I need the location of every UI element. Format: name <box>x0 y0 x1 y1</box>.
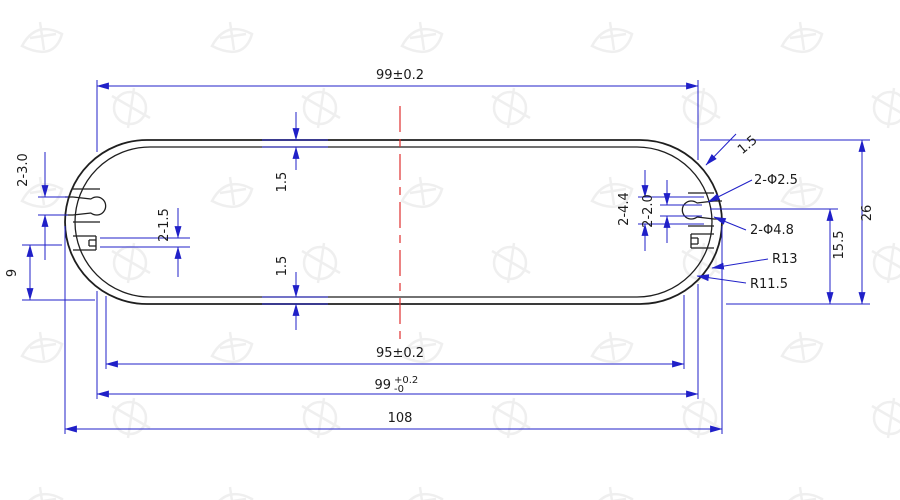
dim-bottom-wall-label: 1.5 <box>275 256 290 277</box>
dim-right-height-offset-label: 15.5 <box>832 231 847 260</box>
dim-screw-hole-large-label: 2-Φ4.8 <box>750 223 794 238</box>
dim-right-slot-inner <box>660 180 702 243</box>
dimension-lines <box>22 80 870 434</box>
profile-outer-contour <box>64 139 723 305</box>
dim-screw-hole-small <box>707 179 753 203</box>
dim-bottom-wall <box>262 272 328 330</box>
dim-bottom-inner-width <box>105 295 685 369</box>
dim-screw-hole-small-label: 2-Φ2.5 <box>754 173 798 188</box>
dim-outer-radius <box>711 258 769 270</box>
dim-top-wall <box>262 112 328 170</box>
dim-screw-hole-large <box>713 216 747 231</box>
dim-top-width <box>96 80 699 160</box>
dim-overall-height-label: 26 <box>860 205 875 222</box>
dim-left-slot-label: 2-3.0 <box>16 153 31 187</box>
dim-right-height-offset <box>710 208 838 305</box>
dim-left-notch-label: 2-1.5 <box>157 208 172 242</box>
dim-bottom-body-tol-upper: +0.2 <box>394 375 418 386</box>
dim-overall-width <box>64 226 723 434</box>
dim-right-slot-inner-label: 2-2.0 <box>641 194 656 228</box>
dim-top-width-label: 99±0.2 <box>376 68 424 83</box>
left-t-slot <box>73 235 97 251</box>
dimension-labels: 99±0.2 2-3.0 9 2-1.5 1.5 1.5 2-4.4 2-2.0… <box>5 68 875 426</box>
dim-top-wall-label: 1.5 <box>275 172 290 193</box>
dim-corner-wall <box>705 133 737 166</box>
dim-inner-radius-label: R11.5 <box>750 277 788 292</box>
profile-inner-contour <box>74 146 713 298</box>
dim-right-slot-outer <box>638 170 704 251</box>
profile-outline <box>64 139 723 305</box>
dim-bottom-body-width <box>96 284 699 399</box>
dim-left-slot <box>38 152 68 260</box>
dim-outer-radius-label: R13 <box>772 252 798 267</box>
dim-left-bottom-offset-label: 9 <box>5 269 20 277</box>
dim-bottom-body-tol-lower: -0 <box>394 384 404 395</box>
dim-left-bottom-offset <box>22 244 95 301</box>
dim-left-notch <box>100 208 190 277</box>
dim-bottom-inner-width-label: 95±0.2 <box>376 346 424 361</box>
dim-right-slot-outer-label: 2-4.4 <box>617 192 632 226</box>
dim-overall-width-label: 108 <box>388 411 413 426</box>
right-screw-boss <box>681 192 722 227</box>
right-t-slot <box>690 233 714 249</box>
left-screw-boss <box>65 188 107 223</box>
dim-bottom-body-width-label: 99 <box>374 378 391 393</box>
dim-overall-height <box>700 139 870 305</box>
